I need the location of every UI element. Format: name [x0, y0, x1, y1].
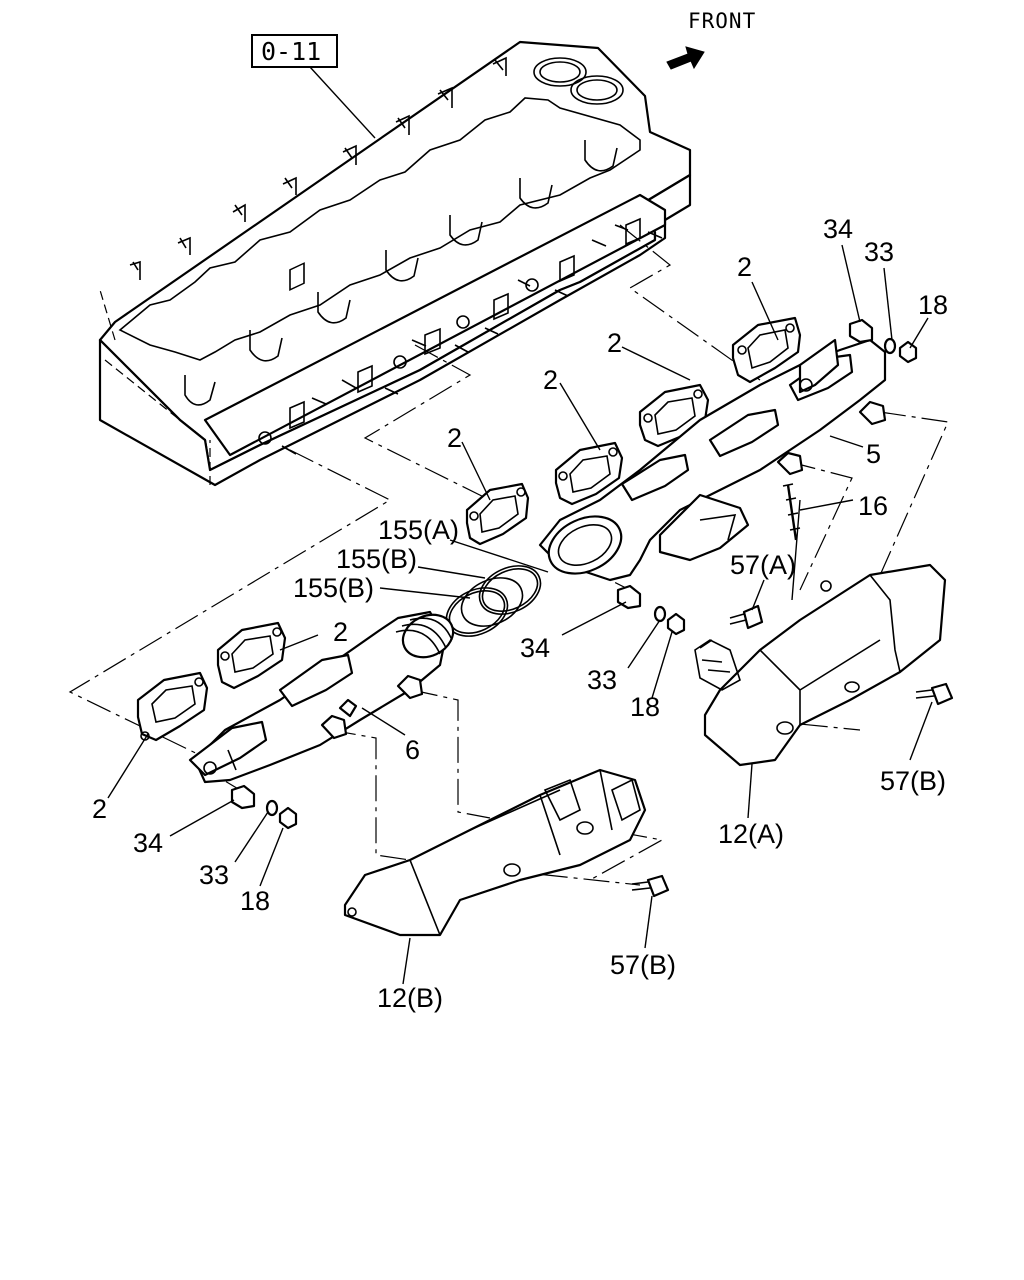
callout-34-top: 34 — [823, 214, 853, 244]
callout-155a: 155(A) — [378, 515, 459, 545]
callout-2-a: 2 — [737, 252, 752, 282]
callout-16: 16 — [858, 491, 888, 521]
callout-2-f: 2 — [92, 794, 107, 824]
callout-33-mid: 33 — [587, 665, 617, 695]
reference-label: 0-11 — [261, 37, 321, 66]
front-manifold — [188, 610, 455, 784]
gasket-group — [136, 316, 802, 742]
callout-2-e: 2 — [333, 617, 348, 647]
callout-18-bot: 18 — [240, 886, 270, 916]
fasteners — [230, 318, 954, 898]
heat-shield-12b — [343, 768, 647, 937]
callout-57b-bottom: 57(B) — [610, 950, 676, 980]
leader-lines — [107, 244, 933, 985]
callout-2-c: 2 — [543, 365, 558, 395]
reference-box: 0-11 — [251, 34, 376, 139]
callout-57a: 57(A) — [730, 550, 796, 580]
gasket-2-lower-upper — [216, 621, 287, 690]
front-label: FRONT — [688, 9, 756, 33]
front-indicator: FRONT — [666, 9, 756, 70]
gasket-2-lower-left — [136, 671, 209, 742]
callout-labels: 2 2 2 2 2 2 34 33 18 5 16 57(A) 155(A) 1… — [92, 214, 948, 1013]
callout-12a: 12(A) — [718, 819, 784, 849]
callout-6: 6 — [405, 735, 420, 765]
callout-34-mid: 34 — [520, 633, 550, 663]
callout-33-top: 33 — [864, 237, 894, 267]
callout-33-bot: 33 — [199, 860, 229, 890]
cylinder-head — [98, 40, 692, 487]
callout-18-top: 18 — [918, 290, 948, 320]
rear-manifold — [538, 338, 887, 582]
callout-155b-2: 155(B) — [293, 573, 374, 603]
callout-2-d: 2 — [447, 423, 462, 453]
callout-34-bot: 34 — [133, 828, 163, 858]
callout-155b-1: 155(B) — [336, 544, 417, 574]
heat-shield-12a — [694, 563, 947, 767]
callout-57b-right: 57(B) — [880, 766, 946, 796]
callout-2-b: 2 — [607, 328, 622, 358]
callout-18-mid: 18 — [630, 692, 660, 722]
callout-5: 5 — [866, 439, 881, 469]
front-arrow-icon — [666, 46, 705, 70]
callout-12b: 12(B) — [377, 983, 443, 1013]
gasket-2-top — [731, 316, 802, 384]
